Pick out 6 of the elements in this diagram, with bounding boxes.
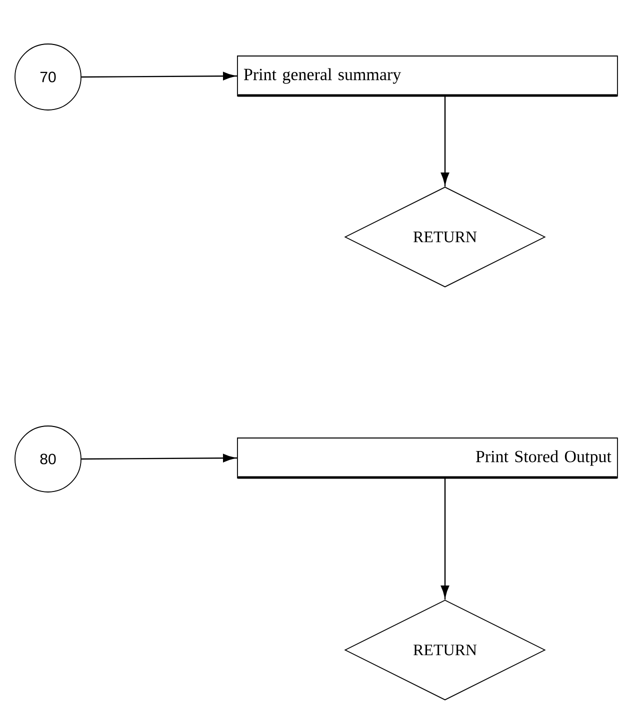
- arrow: [440, 478, 450, 600]
- arrow: [81, 72, 237, 80]
- arrow: [440, 96, 450, 187]
- process-box: Print Stored Output: [237, 438, 618, 479]
- process-box: Print general summary: [237, 56, 618, 97]
- arrow: [81, 454, 237, 462]
